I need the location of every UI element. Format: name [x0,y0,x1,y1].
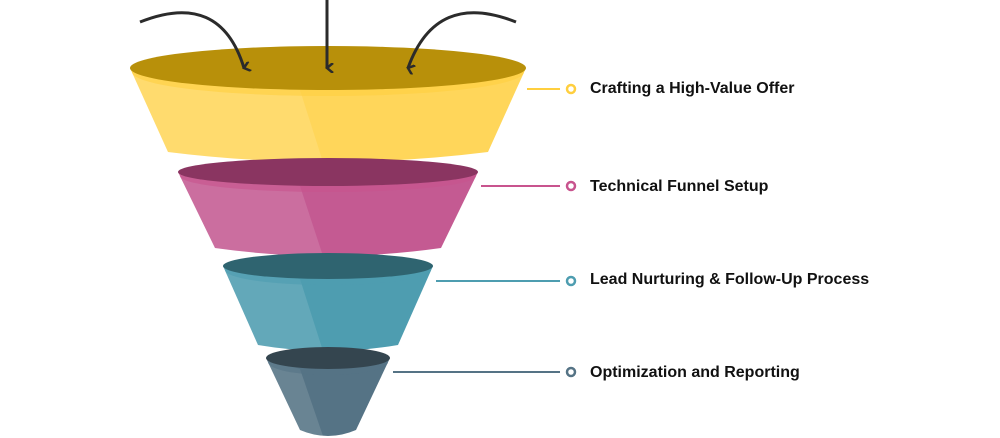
input-arrows [139,0,517,68]
funnel-stage-3 [223,253,433,351]
connector-dot-icon-2 [565,180,577,192]
connector-dot-icon-1 [565,83,577,95]
stage-top [223,253,433,279]
stage-label-2: Technical Funnel Setup [590,178,769,195]
stage-label-1: Crafting a High-Value Offer [590,80,795,97]
stage-label-3: Lead Nurturing & Follow-Up Process [590,271,870,288]
stage-highlight [223,266,323,351]
connector-dot-icon-3 [565,275,577,287]
funnel-stage-2 [178,158,478,256]
arrow-right-icon [408,11,517,68]
stage-body [266,358,390,436]
stage-body [223,266,433,351]
stage-top [178,158,478,186]
arrow-left-icon [139,11,244,68]
stage-top [266,347,390,369]
stage-highlight [266,358,323,436]
stage-body [178,172,478,256]
stage-highlight [178,172,323,256]
stage-label-4: Optimization and Reporting [590,364,800,381]
connector-dot-icon-4 [565,366,577,378]
funnel-stage-4 [266,347,390,436]
